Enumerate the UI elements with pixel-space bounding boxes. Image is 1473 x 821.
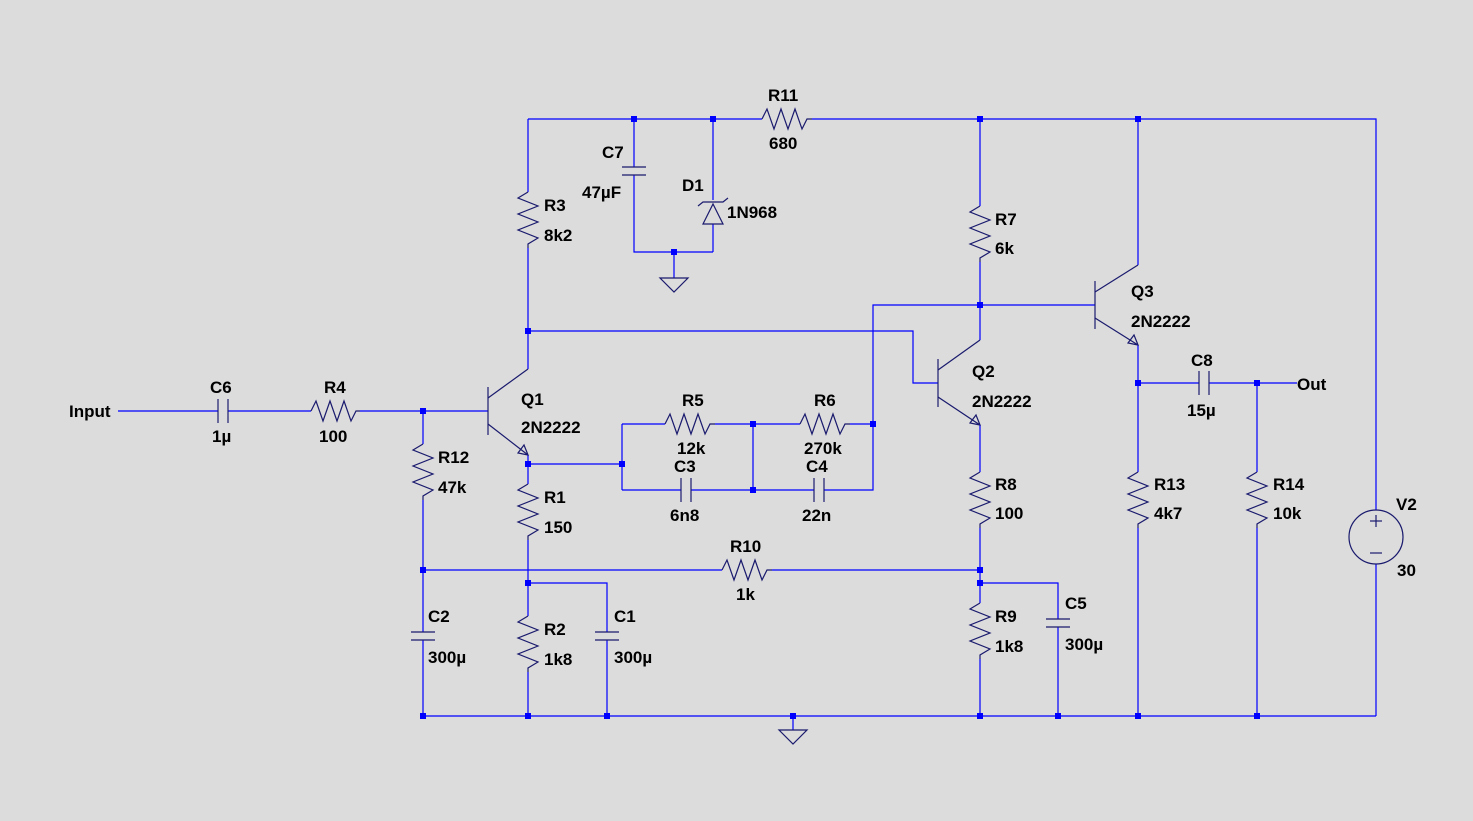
c5-ref: C5 (1065, 594, 1087, 613)
r8-value: 100 (995, 504, 1023, 523)
capacitor-c1-symbol (595, 631, 619, 641)
resistor-r1-symbol (516, 483, 540, 540)
ground-icon (777, 729, 809, 745)
resistor-symbols (310, 107, 1269, 672)
labels: Input Out C6 1µ R4 100 R12 47k Q1 2N2222… (69, 86, 1417, 669)
transistor-q1-symbol (487, 368, 529, 456)
c3-value: 6n8 (670, 506, 699, 525)
c1-value: 300µ (614, 648, 652, 667)
q2-ref: Q2 (972, 362, 995, 381)
r9-ref: R9 (995, 607, 1017, 626)
r12-ref: R12 (438, 448, 469, 467)
resistor-r9-symbol (968, 602, 992, 659)
r1-ref: R1 (544, 488, 566, 507)
r4-ref: R4 (324, 378, 346, 397)
capacitor-c6-symbol (217, 399, 229, 423)
junction-dots (420, 116, 1260, 719)
q1-ref: Q1 (521, 390, 544, 409)
r3-ref: R3 (544, 196, 566, 215)
resistor-r14-symbol (1245, 471, 1269, 528)
c4-value: 22n (802, 506, 831, 525)
c3-ref: C3 (674, 457, 696, 476)
r8-ref: R8 (995, 475, 1017, 494)
d1-ref: D1 (682, 176, 704, 195)
r13-value: 4k7 (1154, 504, 1182, 523)
resistor-r12-symbol (411, 443, 435, 500)
r6-value: 270k (804, 439, 842, 458)
r4-value: 100 (319, 427, 347, 446)
resistor-r5-symbol (664, 412, 715, 436)
r14-value: 10k (1273, 504, 1302, 523)
c4-ref: C4 (806, 457, 828, 476)
wires (118, 118, 1377, 730)
c2-value: 300µ (428, 648, 466, 667)
c5-value: 300µ (1065, 635, 1103, 654)
r12-value: 47k (438, 478, 467, 497)
resistor-r3-symbol (516, 191, 540, 248)
r10-value: 1k (736, 585, 755, 604)
q3-value: 2N2222 (1131, 312, 1191, 331)
resistor-r13-symbol (1126, 471, 1150, 528)
capacitor-c8-symbol (1198, 371, 1210, 395)
d1-value: 1N968 (727, 203, 777, 222)
r7-value: 6k (995, 239, 1014, 258)
voltage-source-v2-symbol (1348, 509, 1404, 565)
v2-ref: V2 (1396, 495, 1417, 514)
net-label-input: Input (69, 402, 111, 421)
r2-value: 1k8 (544, 650, 572, 669)
transistor-q2-symbol (937, 339, 981, 426)
c2-ref: C2 (428, 607, 450, 626)
resistor-r11-symbol (761, 107, 812, 131)
r1-value: 150 (544, 518, 572, 537)
r11-value: 680 (769, 134, 797, 153)
r2-ref: R2 (544, 620, 566, 639)
c7-ref: C7 (602, 143, 624, 162)
c6-ref: C6 (210, 378, 232, 397)
ground-icon (658, 277, 690, 293)
r10-ref: R10 (730, 537, 761, 556)
c8-ref: C8 (1191, 351, 1213, 370)
r6-ref: R6 (814, 391, 836, 410)
resistor-r6-symbol (799, 412, 850, 436)
net-label-out: Out (1297, 375, 1327, 394)
capacitor-c5-symbol (1046, 618, 1070, 628)
c8-value: 15µ (1187, 401, 1216, 420)
r11-ref: R11 (768, 86, 798, 105)
resistor-r2-symbol (516, 615, 540, 672)
capacitor-c3-symbol (680, 478, 692, 502)
capacitor-symbols (217, 166, 1210, 641)
v2-value: 30 (1397, 561, 1416, 580)
r9-value: 1k8 (995, 637, 1023, 656)
capacitor-c7-symbol (622, 166, 646, 176)
resistor-r8-symbol (968, 471, 992, 528)
capacitor-c2-symbol (411, 631, 435, 641)
c6-value: 1µ (212, 427, 231, 446)
r7-ref: R7 (995, 210, 1017, 229)
capacitor-c4-symbol (813, 478, 825, 502)
r14-ref: R14 (1273, 475, 1305, 494)
r3-value: 8k2 (544, 226, 572, 245)
resistor-r10-symbol (721, 558, 772, 582)
q3-ref: Q3 (1131, 282, 1154, 301)
resistor-r7-symbol (968, 205, 992, 262)
q2-value: 2N2222 (972, 392, 1032, 411)
zener-diode-d1-symbol (697, 197, 729, 225)
c7-value: 47µF (582, 183, 621, 202)
c1-ref: C1 (614, 607, 636, 626)
q1-value: 2N2222 (521, 418, 581, 437)
r5-ref: R5 (682, 391, 704, 410)
resistor-r4-symbol (310, 399, 360, 423)
transistor-q3-symbol (1094, 264, 1139, 346)
r5-value: 12k (677, 439, 706, 458)
r13-ref: R13 (1154, 475, 1185, 494)
